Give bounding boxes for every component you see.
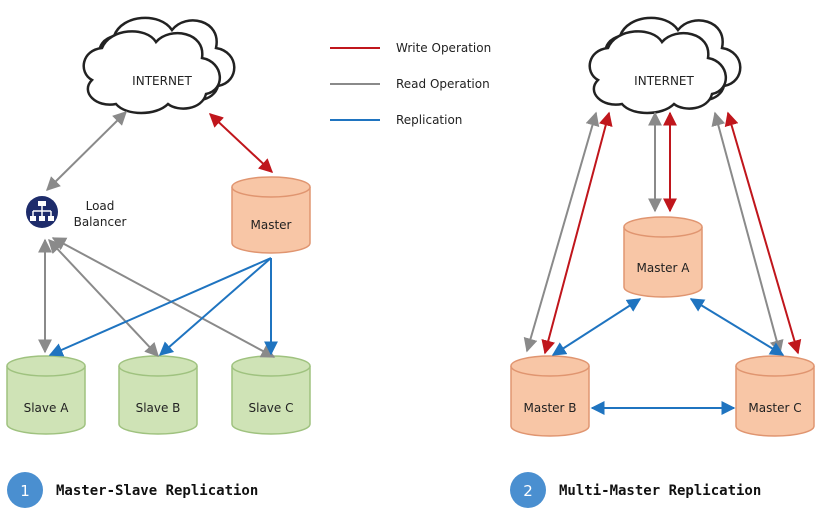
master-slave-panel: INTERNET Load Balancer Master Slav <box>6 16 311 508</box>
multi-master-title: Multi-Master Replication <box>559 483 761 499</box>
arrow-read-lb-slave-c <box>51 237 276 358</box>
slave-b-db: Slave B <box>118 355 198 435</box>
slave-c-label: Slave C <box>249 401 294 415</box>
load-balancer-label-line1: Load <box>86 199 115 213</box>
badge-2-number: 2 <box>523 482 533 500</box>
cloud-icon-right: INTERNET <box>588 16 742 115</box>
multi-master-panel: INTERNET Master A Master B Master C <box>510 16 815 508</box>
internet-label-right: INTERNET <box>634 74 694 88</box>
slave-a-db: Slave A <box>6 355 86 435</box>
arrow-replication-master-slave-a <box>48 257 272 357</box>
arrow-replication-master-a-master-c <box>689 298 785 356</box>
arrow-read-internet-master-b <box>523 111 600 353</box>
legend-replication-label: Replication <box>396 113 462 127</box>
load-balancer-icon <box>26 196 58 228</box>
slave-c-db: Slave C <box>231 355 311 435</box>
arrow-write-internet-master <box>208 113 274 173</box>
master-c-label: Master C <box>748 401 801 415</box>
cloud-icon: INTERNET <box>82 16 236 115</box>
arrow-read-internet-master-c <box>711 111 784 355</box>
arrow-write-internet-master-c <box>724 111 802 355</box>
arrow-replication-master-a-master-b <box>551 298 642 356</box>
master-c-db: Master C <box>735 355 815 437</box>
internet-label: INTERNET <box>132 74 192 88</box>
master-label: Master <box>251 218 292 232</box>
master-a-db: Master A <box>623 216 703 298</box>
badge-1 <box>7 472 43 508</box>
legend-read-label: Read Operation <box>396 77 490 91</box>
arrow-read-lb-internet <box>46 111 127 191</box>
master-b-db: Master B <box>510 355 590 437</box>
arrow-read-lb-slave-b <box>48 238 159 358</box>
master-db: Master <box>231 176 311 254</box>
slave-a-label: Slave A <box>24 401 70 415</box>
badge-2 <box>510 472 546 508</box>
legend: Write Operation Read Operation Replicati… <box>330 41 491 127</box>
badge-1-number: 1 <box>20 482 30 500</box>
master-slave-title: Master-Slave Replication <box>56 483 258 499</box>
load-balancer-label-line2: Balancer <box>74 215 127 229</box>
legend-write-label: Write Operation <box>396 41 491 55</box>
arrow-write-internet-master-b <box>541 111 613 355</box>
slave-b-label: Slave B <box>136 401 181 415</box>
master-b-label: Master B <box>523 401 576 415</box>
master-a-label: Master A <box>636 261 690 275</box>
arrow-replication-master-slave-b <box>158 257 272 356</box>
